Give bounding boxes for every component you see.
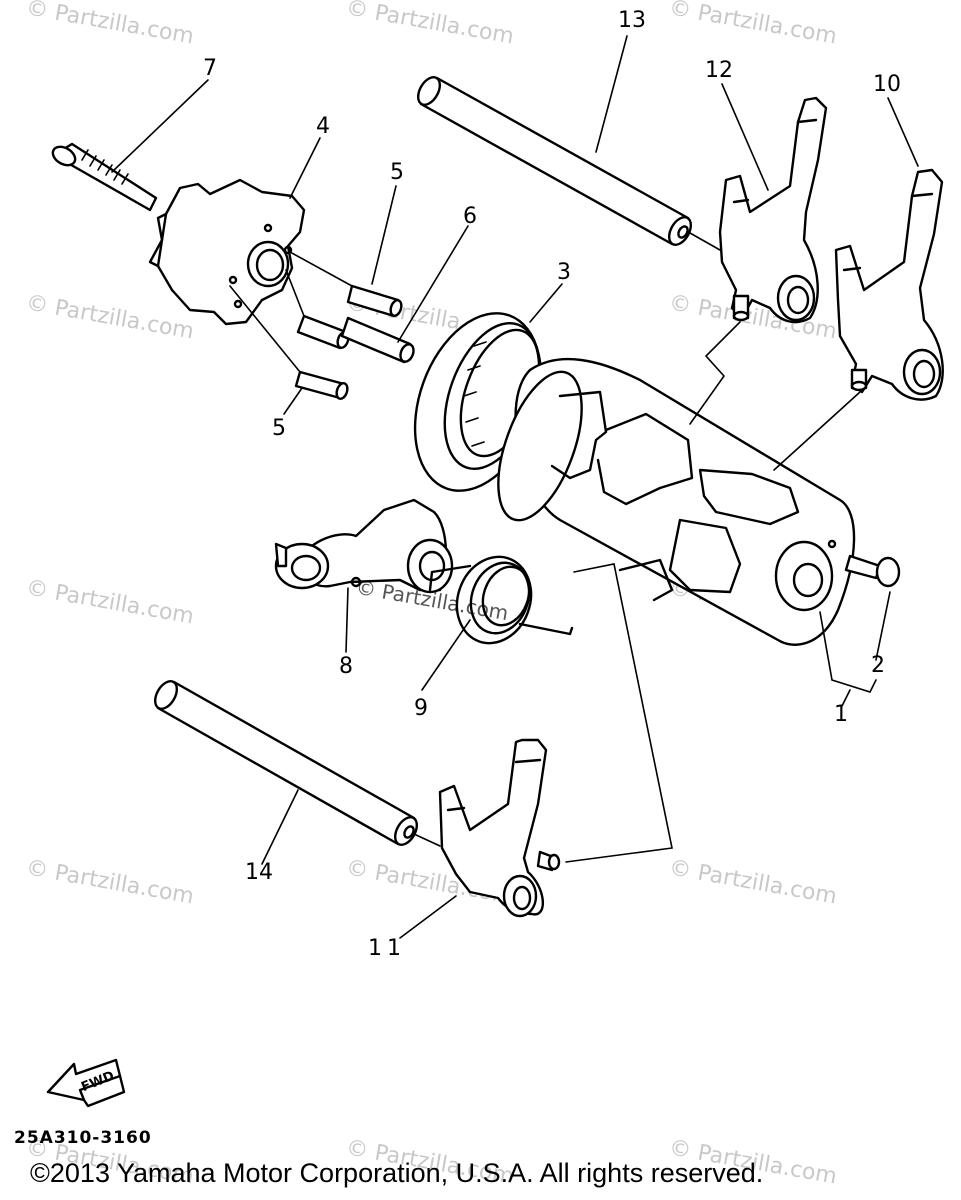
shift-drum-segment-4[interactable] bbox=[148, 178, 306, 326]
bolt-7[interactable] bbox=[50, 142, 158, 212]
shift-drum-1[interactable] bbox=[481, 357, 856, 646]
leader-4 bbox=[289, 137, 321, 199]
leader-pin-guides bbox=[229, 251, 353, 373]
shift-fork-11[interactable] bbox=[438, 738, 561, 918]
leader-9 bbox=[421, 619, 471, 691]
shift-fork-12[interactable] bbox=[718, 96, 828, 324]
leader-10 bbox=[887, 97, 919, 167]
callout-7: 7 bbox=[203, 56, 217, 81]
callout-14: 14 bbox=[245, 860, 273, 885]
dowel-pin-5-lower[interactable] bbox=[294, 370, 349, 400]
leader-12 bbox=[721, 83, 769, 191]
leader-13-to-fork bbox=[689, 232, 721, 251]
callout-10: 10 bbox=[873, 72, 901, 97]
callout-4: 4 bbox=[316, 114, 330, 139]
shift-fork-shaft-lower[interactable] bbox=[151, 678, 422, 849]
leader-7 bbox=[111, 79, 209, 173]
leader-14 bbox=[261, 789, 299, 865]
callout-5-lower: 5 bbox=[272, 416, 286, 441]
diagram-code: 25A310-3160 bbox=[14, 1128, 152, 1148]
leader-8 bbox=[345, 587, 349, 653]
leader-fork10-to-drum bbox=[773, 391, 861, 471]
leader-13 bbox=[595, 35, 628, 153]
callout-5-upper: 5 bbox=[390, 160, 404, 185]
leader-11 bbox=[399, 895, 457, 939]
callout-2: 2 bbox=[871, 653, 885, 678]
callout-9: 9 bbox=[414, 696, 428, 721]
copyright-notice: ©2013 Yamaha Motor Corporation, U.S.A. A… bbox=[30, 1158, 764, 1188]
leader-1 bbox=[841, 689, 851, 707]
callout-3: 3 bbox=[557, 260, 571, 285]
leader-1-2-bracket bbox=[819, 611, 877, 693]
pin-6[interactable] bbox=[340, 316, 416, 364]
shift-fork-shaft-upper[interactable] bbox=[414, 74, 696, 249]
callout-11: 11 bbox=[368, 936, 406, 961]
screw-2[interactable] bbox=[844, 554, 901, 588]
leader-5-lower bbox=[283, 387, 303, 415]
callout-12: 12 bbox=[705, 58, 733, 83]
leader-2 bbox=[875, 591, 891, 661]
leader-14-to-fork bbox=[413, 833, 441, 847]
callout-13: 13 bbox=[618, 8, 646, 33]
leader-fork12-to-drum bbox=[689, 321, 741, 425]
leader-fork11-to-drum bbox=[565, 563, 673, 863]
leader-6 bbox=[397, 225, 469, 343]
callout-1: 1 bbox=[834, 702, 848, 727]
torsion-spring-9[interactable] bbox=[428, 546, 574, 653]
shift-lever-8[interactable] bbox=[274, 498, 454, 594]
callout-8: 8 bbox=[339, 654, 353, 679]
leader-3 bbox=[529, 283, 563, 323]
leader-5-upper bbox=[371, 185, 397, 285]
dowel-pin-5-upper[interactable] bbox=[346, 284, 403, 318]
callout-6: 6 bbox=[463, 204, 477, 229]
shift-fork-10[interactable] bbox=[834, 168, 944, 401]
forward-arrow-icon: FWD bbox=[46, 1058, 126, 1108]
